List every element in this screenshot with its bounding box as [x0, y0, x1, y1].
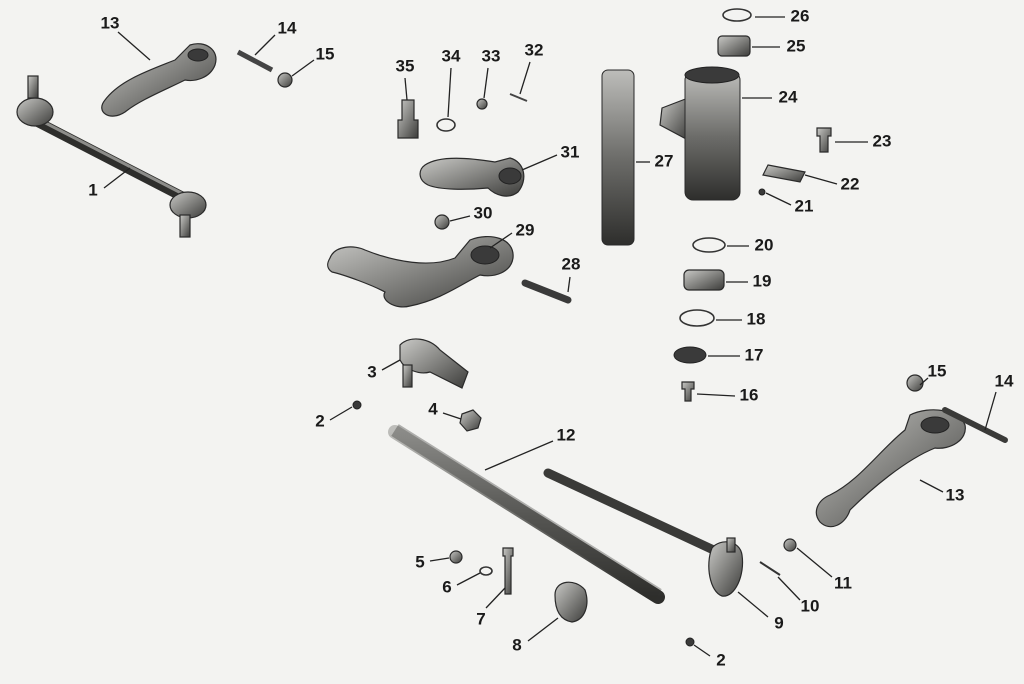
label-34: 34	[442, 46, 461, 65]
part-7-bolt	[502, 547, 514, 595]
label-25: 25	[787, 36, 806, 55]
label-15-right: 15	[928, 361, 947, 380]
part-12-shade	[391, 424, 662, 601]
label-35: 35	[396, 56, 415, 75]
part-11-castle-nut	[783, 538, 797, 552]
part-33-nut	[476, 98, 488, 110]
part-13-bore	[187, 48, 209, 62]
part-30-nut	[434, 214, 450, 230]
part-21-fitting	[758, 188, 766, 196]
part-13-right-bore	[920, 416, 950, 434]
label-5: 5	[415, 552, 424, 571]
part-22-plate	[762, 164, 806, 183]
label-11: 11	[834, 573, 852, 592]
part-32-pin	[509, 93, 528, 102]
part-25-bearing	[717, 35, 751, 57]
label-2-bottom: 2	[716, 650, 725, 669]
label-7: 7	[476, 609, 485, 628]
label-17: 17	[745, 345, 764, 364]
label-27: 27	[655, 151, 674, 170]
part-28-bolt	[521, 279, 572, 304]
part-35-stud	[397, 99, 419, 139]
label-20: 20	[755, 235, 774, 254]
part-34-washer	[436, 118, 456, 132]
part-26-ring	[722, 8, 752, 22]
part-9-tie-rod-end	[708, 541, 744, 597]
part-15-nut-right	[906, 374, 924, 392]
label-9: 9	[774, 613, 783, 632]
label-14: 14	[278, 18, 297, 37]
part-20-ring	[692, 237, 726, 253]
part-19-bearing	[683, 269, 725, 291]
part-17-washer	[673, 346, 707, 364]
part-3-stud	[402, 364, 413, 388]
label-12: 12	[557, 425, 576, 444]
label-30: 30	[474, 203, 493, 222]
label-2: 2	[315, 411, 324, 430]
label-32: 32	[525, 40, 544, 59]
label-8: 8	[512, 635, 521, 654]
part-14-bolt-right	[942, 407, 1008, 443]
part-13-pitman-arm-top	[101, 43, 217, 117]
label-16: 16	[740, 385, 759, 404]
part-24-housing-bracket	[659, 97, 689, 142]
part-4-nut	[459, 409, 482, 432]
part-1-tie-rod	[16, 75, 207, 238]
leader-lines	[103, 16, 997, 657]
label-6: 6	[442, 577, 451, 596]
part-16-bolt	[681, 381, 695, 402]
part-12-tube	[388, 425, 665, 604]
part-23-bolt	[816, 127, 832, 153]
part-9-stud	[726, 537, 736, 553]
part-27-shaft	[601, 69, 635, 246]
label-26: 26	[791, 6, 810, 25]
part-2-fitting-bottom	[685, 637, 695, 647]
label-19: 19	[753, 271, 772, 290]
part-2-fitting-left	[352, 400, 362, 410]
part-31-arm	[419, 157, 525, 197]
label-23: 23	[873, 131, 892, 150]
label-13-right: 13	[946, 485, 965, 504]
part-15-nut-top	[277, 72, 293, 88]
label-1: 1	[88, 180, 97, 199]
part-8-boot	[554, 581, 588, 623]
label-31: 31	[561, 142, 580, 161]
part-29-bore	[470, 245, 500, 265]
callout-labels: 13 14 15 1 35 34 33 32 26 25 24 27 31 23…	[88, 6, 1014, 669]
part-10-cotter-pin	[759, 561, 781, 576]
part-29-idler-arm	[327, 236, 514, 308]
label-10: 10	[801, 596, 820, 615]
label-24: 24	[779, 87, 798, 106]
part-31-bore	[498, 167, 522, 185]
part-6-washer	[479, 566, 493, 576]
part-5-nut	[449, 550, 463, 564]
label-29: 29	[516, 220, 535, 239]
label-3: 3	[367, 362, 376, 381]
part-24-housing	[684, 71, 741, 201]
part-18-ring	[679, 309, 715, 327]
label-4: 4	[428, 399, 438, 418]
label-15: 15	[316, 44, 335, 63]
part-14-bolt-top	[236, 49, 274, 73]
label-18: 18	[747, 309, 766, 328]
label-22: 22	[841, 174, 860, 193]
part-24-bore	[684, 66, 740, 84]
label-28: 28	[562, 254, 581, 273]
label-14-right: 14	[995, 371, 1014, 390]
label-13: 13	[101, 13, 120, 32]
part-9-rod	[543, 468, 725, 558]
label-21: 21	[795, 196, 814, 215]
part-13-pitman-arm-right	[815, 409, 966, 528]
label-33: 33	[482, 46, 501, 65]
